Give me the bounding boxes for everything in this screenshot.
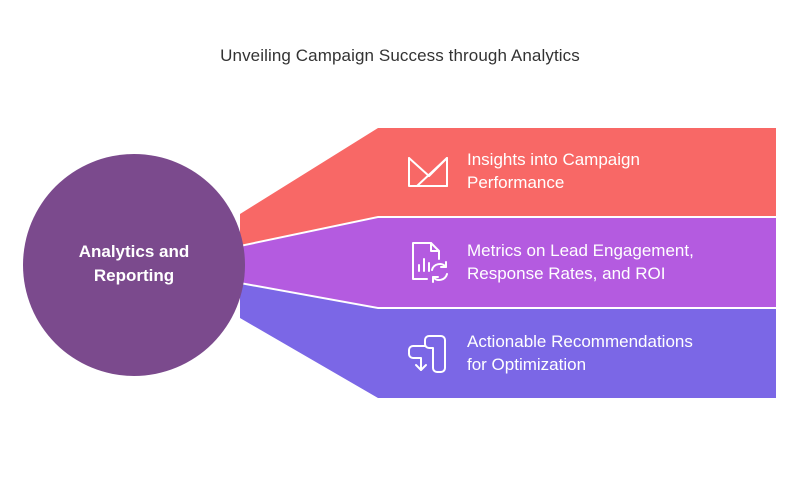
hub-label: Analytics and Reporting — [46, 240, 222, 288]
item-insights-line2: Performance — [467, 173, 565, 192]
report-refresh-icon — [405, 239, 451, 285]
route-arrow-icon — [405, 330, 451, 376]
page-title: Unveiling Campaign Success through Analy… — [220, 46, 580, 65]
segment-insights[interactable] — [240, 128, 776, 245]
item-recommendations-line2: for Optimization — [467, 355, 587, 374]
item-recommendations-line1: Actionable Recommendations — [467, 332, 693, 351]
hub-label-line2: Reporting — [93, 266, 175, 285]
item-metrics-line2: Response Rates, and ROI — [467, 264, 666, 283]
segment-metrics[interactable] — [240, 218, 776, 307]
item-recommendations[interactable]: Actionable Recommendations for Optimizat… — [405, 330, 775, 376]
item-insights-line1: Insights into Campaign — [467, 150, 640, 169]
hub-label-line1: Analytics and — [78, 242, 190, 261]
item-metrics[interactable]: Metrics on Lead Engagement, Response Rat… — [405, 239, 775, 285]
segment-recommendations[interactable] — [240, 284, 776, 398]
hub-circle[interactable] — [23, 154, 245, 376]
chart-corner-icon — [405, 148, 451, 194]
item-insights[interactable]: Insights into Campaign Performance — [405, 148, 775, 194]
item-metrics-line1: Metrics on Lead Engagement, — [467, 241, 694, 260]
